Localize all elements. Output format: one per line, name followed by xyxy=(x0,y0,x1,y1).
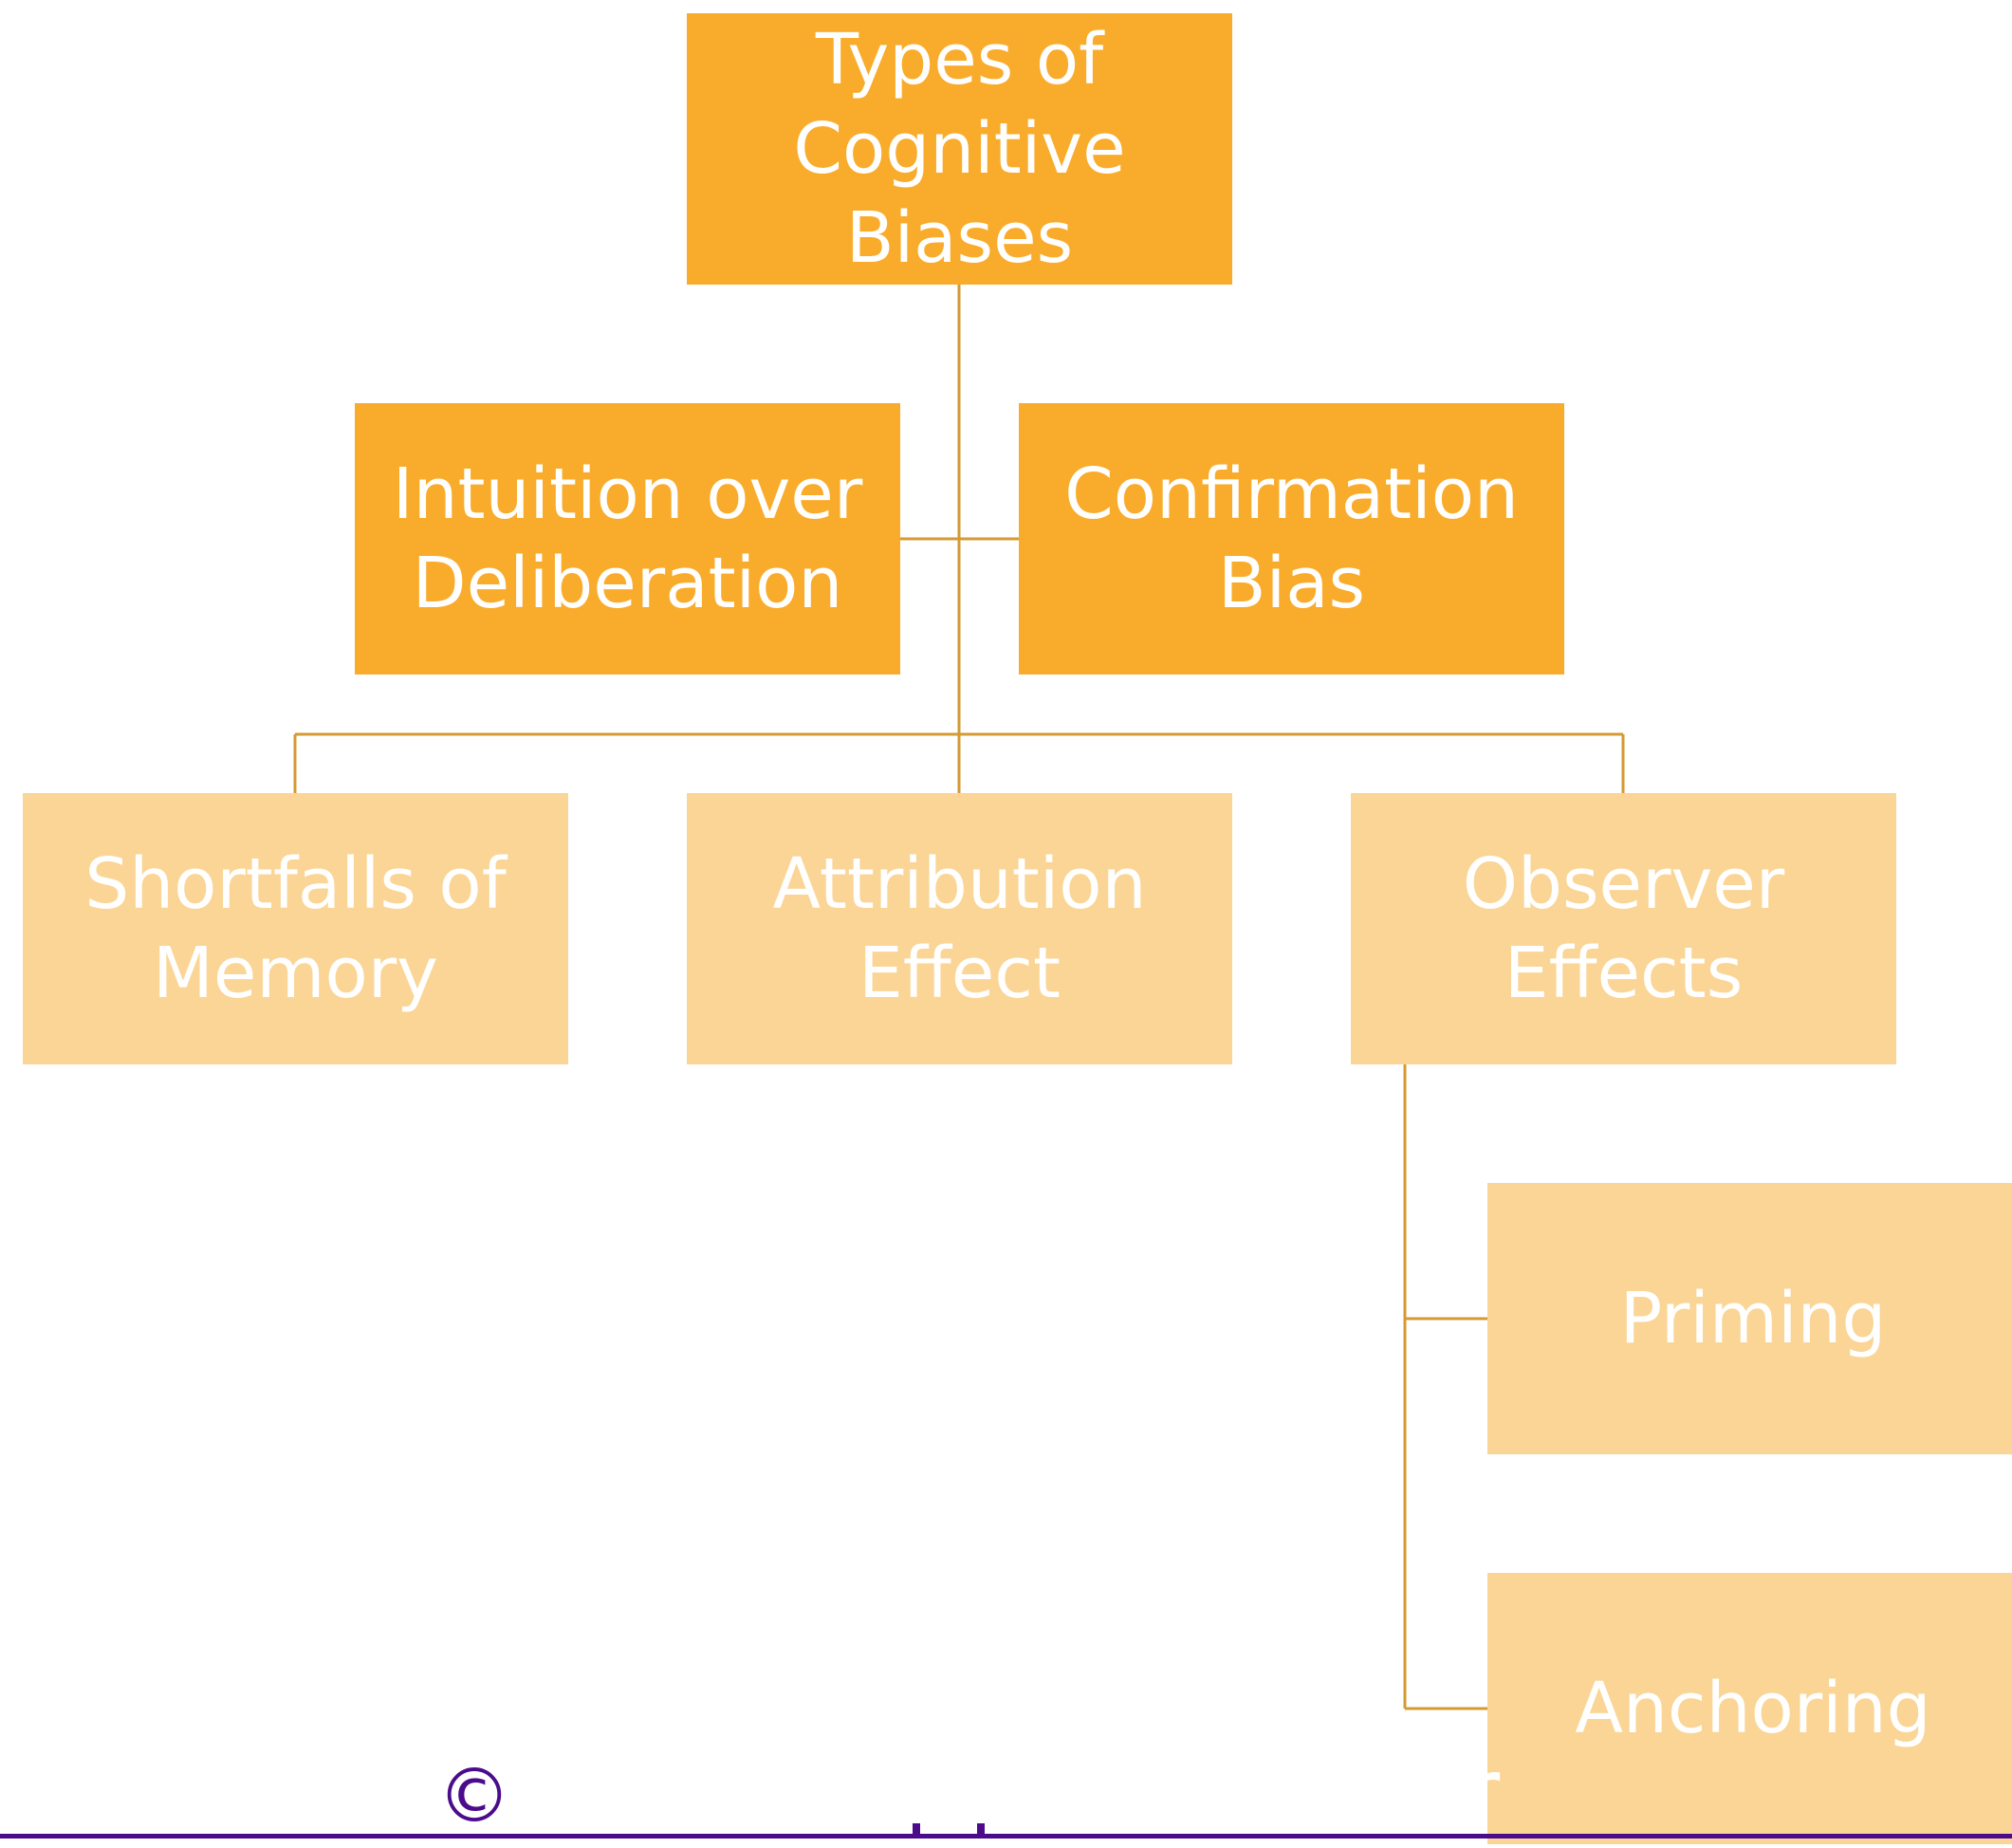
root-node: Types of Cognitive Biases xyxy=(687,13,1232,285)
watermark-line xyxy=(0,1834,2012,1839)
priming-node: Priming xyxy=(1487,1183,2012,1454)
observer-label: Observer Effects xyxy=(1462,843,1785,1014)
priming-label: Priming xyxy=(1619,1278,1887,1359)
observer-node: Observer Effects xyxy=(1351,793,1896,1064)
confirmation-label: Confirmation Bias xyxy=(1064,453,1519,624)
confirmation-node: Confirmation Bias xyxy=(1019,403,1564,675)
attribution-node: Attribution Effect xyxy=(687,793,1232,1064)
anchoring-node: Anchoring xyxy=(1487,1573,2012,1844)
attribution-label: Attribution Effect xyxy=(772,843,1147,1014)
intuition-node: Intuition over Deliberation xyxy=(355,403,900,675)
memory-node: Shortfalls of Memory xyxy=(23,793,568,1064)
watermark-tick-2 xyxy=(977,1823,985,1839)
intuition-label: Intuition over Deliberation xyxy=(392,453,863,624)
anchoring-label: Anchoring xyxy=(1575,1668,1931,1749)
root-label: Types of Cognitive Biases xyxy=(793,19,1126,279)
copyright-icon: © xyxy=(437,1754,511,1839)
watermark-tick-1 xyxy=(913,1823,920,1839)
watermark-glyph: r xyxy=(1461,1737,1501,1848)
memory-label: Shortfalls of Memory xyxy=(84,843,507,1014)
